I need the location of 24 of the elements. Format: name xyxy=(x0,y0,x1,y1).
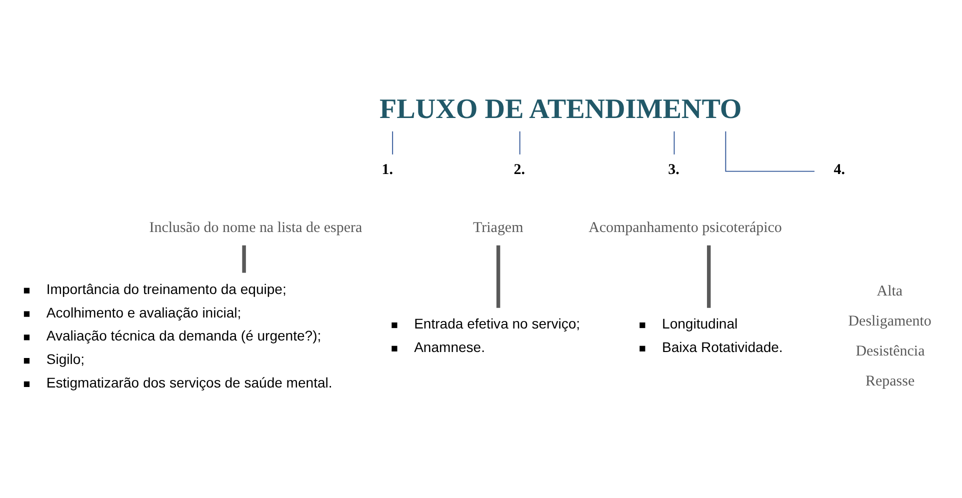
node-text: Inclusão do nome na lista de espera xyxy=(149,220,362,236)
label: Desligamento xyxy=(848,314,932,330)
connector xyxy=(674,130,675,155)
label: Desistência xyxy=(856,343,925,360)
connector xyxy=(392,130,394,155)
connector xyxy=(242,245,246,273)
node-text: 4. xyxy=(834,162,845,178)
node-label: Baixa Rotatividade. xyxy=(662,338,783,355)
node-text: Importância do treinamento da equipe; Acolhimento e avaliação inicial; Avaliação técnica da demanda (é urgente?); Sigilo; Estigmatizarão dos serviços de saúde mental. xyxy=(46,280,332,390)
label: Alta xyxy=(876,284,903,300)
node-label: Anamnese. xyxy=(414,338,486,355)
connector xyxy=(706,245,711,308)
connector xyxy=(496,245,500,308)
connector xyxy=(519,130,520,155)
node-text: 1. xyxy=(382,162,394,178)
node-text: FLUXO DE ATENDIMENTO xyxy=(379,94,742,126)
node-text: Triagem xyxy=(473,220,524,236)
node-text: Acompanhamento psicoterápico xyxy=(588,220,782,236)
node-text: 2. xyxy=(514,162,525,178)
label: Repasse xyxy=(866,373,915,390)
node-text: 3. xyxy=(668,162,680,178)
node-label: Longitudinal xyxy=(662,316,738,332)
node-label: Entrada efetiva no serviço; xyxy=(414,316,580,332)
connector xyxy=(725,130,815,172)
